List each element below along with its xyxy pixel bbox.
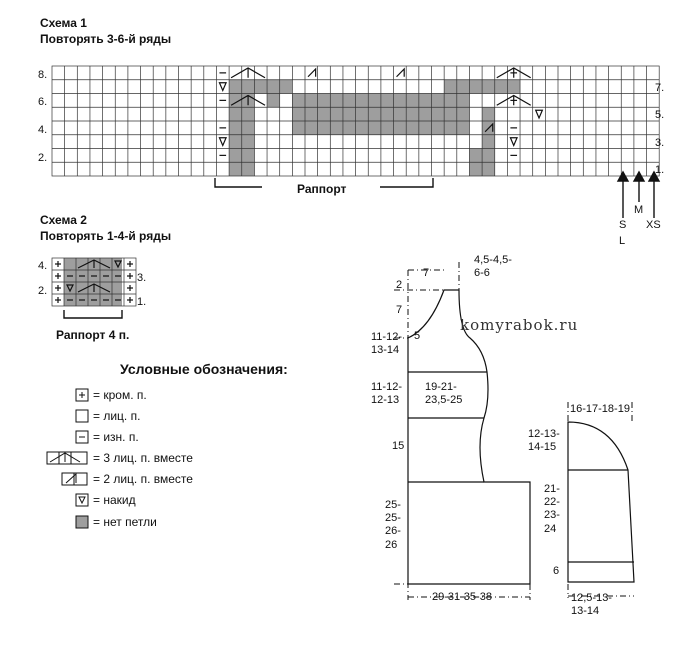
body-bottom-width: 29-31-35-38 xyxy=(432,591,492,603)
legend-symbols xyxy=(46,388,89,529)
body-shoulder: 4,5-4,5- 6-6 xyxy=(474,254,512,279)
size-s: S xyxy=(619,219,627,231)
body-left-2: 2 xyxy=(396,279,403,291)
s2-row-3: 3. xyxy=(137,272,147,284)
s2-row-2: 2. xyxy=(38,285,48,297)
size-m: M xyxy=(634,204,644,216)
body-dimension-lines xyxy=(394,262,531,600)
scheme2-rapport-label: Раппорт 4 п. xyxy=(56,328,130,342)
scheme1-rapport-label: Раппорт xyxy=(297,182,347,196)
legend-no-stitch: = нет петли xyxy=(93,515,157,529)
scheme2-chart xyxy=(51,257,137,307)
body-half-chest: 19-21- 23,5-25 xyxy=(425,381,463,406)
body-hem-length: 25- 25- 26- 26 xyxy=(385,499,401,551)
sleeve-dimension-lines xyxy=(567,402,634,598)
scheme2-title: Схема 2 xyxy=(40,213,87,227)
legend-yarn-over: = накид xyxy=(93,493,136,507)
scheme2-rapport-bracket xyxy=(63,310,123,319)
scheme1-rapport-bracket xyxy=(214,178,434,188)
sleeve-length: 21- 22- 23- 24 xyxy=(544,483,560,535)
s1-row-2: 2. xyxy=(38,152,48,164)
s1-row-4: 4. xyxy=(38,124,48,136)
scheme1-title: Схема 1 xyxy=(40,16,87,30)
scheme1-no-stitch-cells xyxy=(229,79,521,176)
scheme1-symbols xyxy=(218,67,544,156)
body-waist: 15 xyxy=(392,440,405,452)
body-top-width: 7 xyxy=(423,267,430,279)
body-armhole-below: 11-12- 12-13 xyxy=(371,381,402,406)
s1-row-8: 8. xyxy=(38,69,48,81)
watermark: komyrabok.ru xyxy=(460,316,579,334)
legend-title: Условные обозначения: xyxy=(120,361,288,377)
sleeve-cap: 12-13- 14-15 xyxy=(528,428,560,453)
s2-row-4: 4. xyxy=(38,260,48,272)
body-armhole-depth: 11-12- 13-14 xyxy=(371,331,402,356)
size-l: L xyxy=(619,235,626,247)
scheme2-subtitle: Повторять 1-4-й ряды xyxy=(40,229,172,243)
legend-edge-stitch: = кром. п. xyxy=(93,388,147,402)
s1-row-5: 5. xyxy=(655,109,665,121)
scheme1-subtitle: Повторять 3-6-й ряды xyxy=(40,32,172,46)
size-xs: XS xyxy=(646,219,661,231)
legend-knit-stitch: = лиц. п. xyxy=(93,409,141,423)
scheme1-grid xyxy=(51,65,660,177)
body-pattern xyxy=(407,289,531,585)
s2-row-1: 1. xyxy=(137,296,147,308)
sleeve-cuff: 6 xyxy=(553,565,560,577)
s1-row-3: 3. xyxy=(655,137,665,149)
size-arrows xyxy=(616,170,661,218)
s1-row-1: 1. xyxy=(655,164,665,176)
legend-2-knit-together: = 2 лиц. п. вместе xyxy=(93,472,193,486)
legend-purl-stitch: = изн. п. xyxy=(93,430,139,444)
body-left-7: 7 xyxy=(396,304,403,316)
body-neck-5: 5 xyxy=(414,330,421,342)
sleeve-bottom-width: 12,5-13- 13-14 xyxy=(571,592,612,617)
s1-row-6: 6. xyxy=(38,96,48,108)
s1-row-7: 7. xyxy=(655,82,665,94)
sleeve-top-width: 16-17-18-19 xyxy=(570,403,630,415)
legend-3-knit-together: = 3 лиц. п. вместе xyxy=(93,451,193,465)
sleeve-pattern xyxy=(567,421,635,583)
